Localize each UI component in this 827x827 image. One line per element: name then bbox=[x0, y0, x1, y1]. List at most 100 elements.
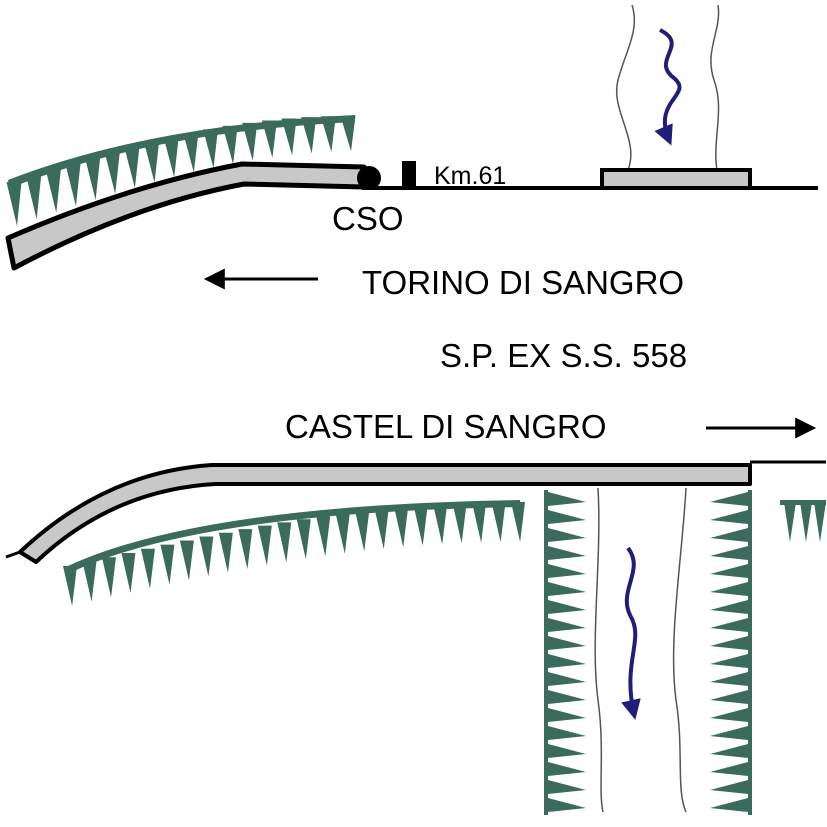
small-bridge-deck bbox=[600, 168, 752, 190]
vegetation-spike bbox=[710, 798, 748, 812]
vegetation-spike bbox=[394, 507, 409, 548]
vegetation-right-edge bbox=[780, 500, 826, 542]
vegetation-spike bbox=[548, 690, 586, 704]
torino-label: TORINO DI SANGRO bbox=[362, 264, 684, 301]
vegetation-spike bbox=[548, 546, 586, 560]
vegetation-strip bbox=[748, 490, 752, 815]
vegetation-spike bbox=[548, 582, 586, 596]
vegetation-stream-left-bank bbox=[544, 490, 586, 815]
vegetation-spike bbox=[218, 532, 233, 573]
vegetation-spike bbox=[710, 780, 748, 794]
vegetation-spike bbox=[548, 744, 586, 758]
vegetation-spike bbox=[163, 137, 179, 178]
vegetation-spike bbox=[548, 798, 586, 812]
vegetation-spike bbox=[242, 122, 258, 161]
vegetation-spike bbox=[710, 708, 748, 722]
vegetation-spike bbox=[710, 510, 748, 524]
vegetation-spike bbox=[140, 548, 155, 589]
vegetation-strip bbox=[544, 490, 548, 815]
vegetation-spike bbox=[548, 780, 586, 794]
km-label: Km.61 bbox=[434, 162, 506, 190]
lower-stream bbox=[594, 487, 687, 813]
vegetation-spike bbox=[548, 636, 586, 650]
vegetation-spike bbox=[238, 529, 253, 570]
vegetation-spike bbox=[548, 708, 586, 722]
vegetation-spike bbox=[548, 726, 586, 740]
vegetation-spike bbox=[179, 540, 194, 581]
vegetation-spike bbox=[710, 546, 748, 560]
cso-label: CSO bbox=[332, 200, 404, 237]
vegetation-spike bbox=[800, 502, 812, 542]
vegetation-spike bbox=[355, 511, 370, 552]
vegetation-spike bbox=[101, 557, 116, 598]
vegetation-spike bbox=[144, 142, 160, 183]
upper-bridge bbox=[5, 161, 367, 271]
upper-stream bbox=[615, 4, 720, 171]
lower-bridge bbox=[5, 463, 752, 564]
vegetation-spike bbox=[710, 492, 748, 506]
vegetation-spike bbox=[199, 536, 214, 577]
vegetation-spike bbox=[45, 169, 61, 213]
vegetation-spike bbox=[710, 762, 748, 776]
vegetation-spike bbox=[160, 544, 175, 585]
vegetation-spike bbox=[548, 654, 586, 668]
vegetation-spike bbox=[710, 672, 748, 686]
vegetation-stream-right-bank bbox=[710, 490, 752, 815]
wavy-arrow-down-icon bbox=[654, 28, 682, 146]
vegetation-strip bbox=[68, 500, 520, 572]
vegetation-spike bbox=[784, 502, 796, 542]
vegetation-spike bbox=[63, 566, 77, 606]
vegetation-spike bbox=[261, 120, 277, 158]
vegetation-spike bbox=[548, 618, 586, 632]
vegetation-spike bbox=[85, 158, 101, 201]
vegetation-spike bbox=[548, 492, 586, 506]
vegetation-spike bbox=[257, 525, 272, 566]
vegetation-spike bbox=[710, 654, 748, 668]
vegetation-spike bbox=[335, 513, 350, 554]
vegetation-spike bbox=[710, 600, 748, 614]
vegetation-spike bbox=[413, 505, 428, 546]
vegetation-spike bbox=[710, 618, 748, 632]
vegetation-spike bbox=[121, 552, 136, 593]
vegetation-spike bbox=[296, 519, 311, 560]
vegetation-spike bbox=[452, 503, 467, 544]
vegetation-spike bbox=[491, 502, 506, 543]
vegetation-spike bbox=[281, 118, 297, 156]
vegetation-spike bbox=[710, 726, 748, 740]
vegetation-spike bbox=[316, 516, 331, 557]
vegetation-spike bbox=[6, 182, 22, 226]
vegetation-strip bbox=[8, 115, 355, 188]
vegetation-spike bbox=[710, 744, 748, 758]
vegetation-spike bbox=[814, 502, 826, 542]
vegetation-spike bbox=[124, 147, 140, 189]
vegetation-spike bbox=[548, 762, 586, 776]
castel-label: CASTEL DI SANGRO bbox=[285, 408, 607, 445]
vegetation-spike bbox=[710, 582, 748, 596]
vegetation-spike bbox=[104, 152, 120, 194]
vegetation-spike bbox=[710, 636, 748, 650]
vegetation-spike bbox=[548, 510, 586, 524]
vegetation-spike bbox=[710, 690, 748, 704]
vegetation-spike bbox=[320, 116, 336, 152]
vegetation-spike bbox=[277, 522, 292, 563]
vegetation-spike bbox=[548, 564, 586, 578]
vegetation-spike bbox=[183, 133, 199, 173]
vegetation-spike bbox=[548, 600, 586, 614]
vegetation-spike bbox=[472, 502, 487, 543]
vegetation-spike bbox=[374, 509, 389, 550]
vegetation-spike bbox=[710, 564, 748, 578]
vegetation-spike bbox=[511, 502, 525, 542]
vegetation-spike bbox=[65, 163, 81, 207]
road-name-label: S.P. EX S.S. 558 bbox=[440, 337, 687, 374]
vegetation-spike bbox=[222, 125, 238, 165]
vegetation-spike bbox=[433, 504, 448, 545]
cso-marker bbox=[357, 166, 381, 190]
vegetation-spike bbox=[202, 129, 218, 169]
vegetation-spike bbox=[548, 672, 586, 686]
vegetation-bottom-left bbox=[63, 500, 525, 606]
vegetation-spike bbox=[26, 175, 42, 220]
vegetation-spike bbox=[710, 528, 748, 542]
vegetation-strip bbox=[780, 500, 826, 505]
km-marker bbox=[402, 161, 416, 188]
